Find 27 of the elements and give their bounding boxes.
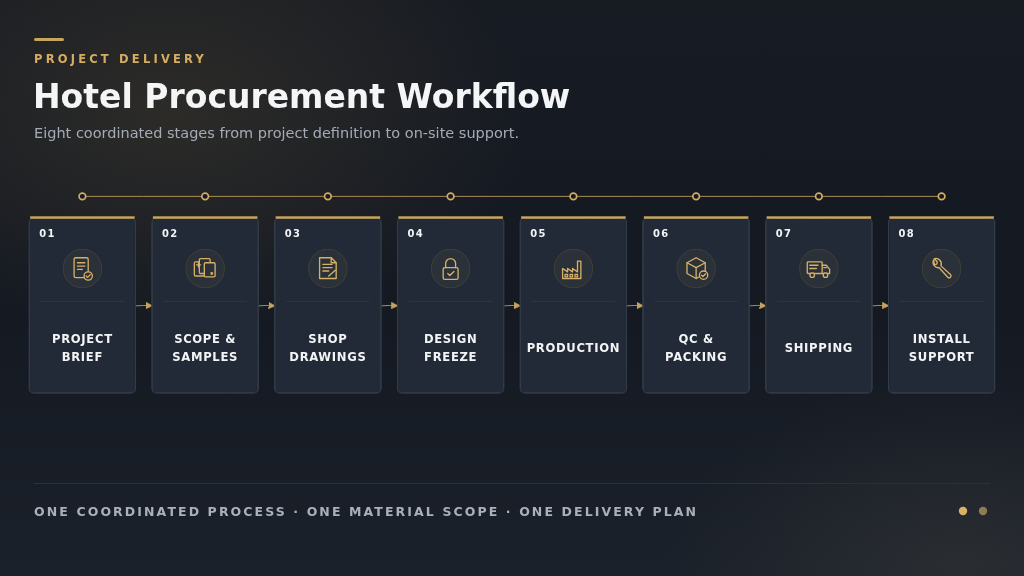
step-number: 08 [897, 226, 916, 242]
timeline-line [453, 195, 571, 197]
step-number: 04 [406, 226, 425, 242]
stage-title: SCOPE & SAMPLES [171, 331, 239, 366]
timeline-line [85, 195, 203, 197]
stage-title: INSTALL SUPPORT [907, 331, 976, 366]
step-number: 06 [652, 226, 671, 242]
step-number: 05 [529, 226, 548, 242]
timeline-line [821, 195, 939, 197]
footer-tagline: ONE COORDINATED PROCESS · ONE MATERIAL SCOPE · ONE DELIVERY PLAN [34, 504, 699, 519]
step-number: 07 [774, 226, 794, 242]
stage-title: DESIGN FREEZE [422, 331, 479, 366]
step-number: 03 [283, 226, 303, 242]
eyebrow-label: PROJECT DELIVERY [34, 52, 207, 66]
stage-title: SHIPPING [783, 340, 854, 357]
stage-title: SHOP DRAWINGS [288, 331, 368, 366]
timeline-line [208, 195, 325, 197]
stage-title: QC & PACKING [664, 331, 729, 366]
timeline-line [576, 195, 694, 197]
timeline-line [330, 195, 448, 197]
title: Hotel Procurement Workflow [33, 76, 571, 118]
step-number: 01 [38, 226, 57, 242]
stage-title: PRODUCTION [526, 340, 620, 357]
timeline-line [699, 195, 816, 197]
subtitle: Eight coordinated stages from project definition to on-site support. [34, 125, 520, 141]
stage-title: PROJECT BRIEF [51, 331, 114, 366]
step-number: 02 [161, 226, 180, 242]
